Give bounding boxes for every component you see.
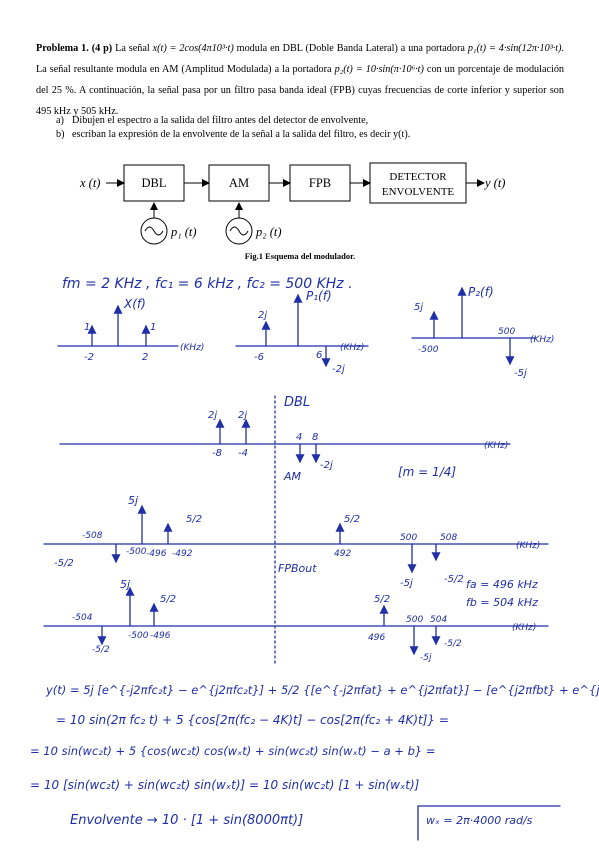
spectrum-dbl: DBL 2j 2j -8 -4 4 8 -2j (KHz) AM [m = 1/… (59, 395, 511, 665)
oscillator-2 (225, 217, 253, 245)
svg-text:-5/2: -5/2 (444, 639, 462, 649)
svg-text:(KHz): (KHz) (180, 343, 204, 353)
svg-text:1: 1 (84, 322, 90, 333)
svg-text:5/2: 5/2 (160, 594, 176, 605)
svg-text:(KHz): (KHz) (512, 623, 536, 633)
dbl-label: DBL (142, 176, 167, 190)
x-label: X(f) (123, 297, 146, 311)
problem-text-1a: La señal (115, 43, 150, 54)
svg-text:5/2: 5/2 (374, 594, 390, 605)
problem-text-2: . La señal resultante modula en AM (Ampl… (36, 43, 565, 75)
equation-1: y(t) = 5j [e^{-j2πfc₂t} − e^{j2πfc₂t}] +… (45, 683, 599, 697)
svg-text:5j: 5j (128, 494, 139, 507)
svg-text:(KHz): (KHz) (484, 441, 508, 451)
signal-p1: p₁(t) = 4·sin(12π·10³·t) (467, 43, 562, 54)
equation-2: = 10 sin(2π fc₂ t) + 5 {cos[2π(fc₂ − 4K)… (56, 713, 449, 727)
handwritten-notes: fm = 2 KHz , fc₁ = 6 kHz , fc₂ = 500 KHz… (30, 276, 599, 841)
spectrum-am: 5j 5/2 -5/2 -5j 5/2 -5/2 -508 -500 -496 … (43, 494, 549, 609)
svg-text:508: 508 (440, 533, 457, 543)
svg-text:2j: 2j (208, 410, 217, 421)
svg-text:5j: 5j (120, 578, 131, 591)
svg-text:-500: -500 (126, 547, 147, 557)
svg-text:496: 496 (368, 633, 385, 643)
input-label: x (t) (79, 176, 100, 190)
svg-text:-4: -4 (238, 448, 248, 459)
figure-caption: Fig.1 Esquema del modulador. (245, 251, 355, 261)
svg-text:-500: -500 (128, 631, 149, 641)
equation-4: = 10 [sin(wc₂t) + sin(wc₂t) sin(wₓt)] = … (30, 778, 420, 792)
equation-3: = 10 sin(wc₂t) + 5 {cos(wc₂t) cos(wₓt) +… (30, 744, 436, 758)
svg-text:5j: 5j (414, 302, 423, 313)
svg-text:500: 500 (406, 615, 423, 625)
svg-text:6: 6 (316, 350, 322, 361)
svg-text:504: 504 (430, 615, 447, 625)
oscillator-1 (140, 217, 168, 245)
problem-text-3: con un porcentaje de modulación del 25 %… (36, 64, 565, 117)
svg-text:2j: 2j (238, 410, 247, 421)
svg-text:-2j: -2j (320, 460, 333, 471)
svg-text:(KHz): (KHz) (340, 343, 364, 353)
problem-text-1b: modula en DBL (Doble Banda Lateral) a un… (236, 43, 465, 54)
svg-text:fb = 504 kHz: fb = 504 kHz (466, 596, 538, 609)
svg-text:5/2: 5/2 (344, 514, 360, 525)
svg-text:500: 500 (498, 327, 515, 337)
svg-text:-2j: -2j (332, 364, 345, 375)
svg-text:-504: -504 (72, 613, 93, 623)
svg-text:-496: -496 (150, 631, 171, 641)
svg-text:-8: -8 (212, 448, 222, 459)
svg-text:-5/2: -5/2 (54, 558, 74, 569)
problem-statement: Problema 1. (4 p) La señal x(t) = 2cos(4… (36, 38, 564, 122)
spectrum-p2: P₂(f) 5j -5j -500 500 (KHz) (411, 285, 554, 379)
carrier-1-label: p₁ (t) (170, 225, 197, 239)
svg-text:(KHz): (KHz) (530, 335, 554, 345)
wx-definition: wₓ = 2π·4000 rad/s (426, 814, 533, 827)
svg-text:(KHz): (KHz) (516, 541, 540, 551)
svg-text:fa = 496 kHz: fa = 496 kHz (466, 578, 538, 591)
svg-text:AM: AM (283, 470, 302, 483)
svg-text:500: 500 (400, 533, 417, 543)
signal-p2: p₂(t) = 10·sin(π·10⁶·t) (334, 64, 424, 75)
svg-text:-500: -500 (418, 345, 439, 355)
envelope-result: Envolvente → 10 · [1 + sin(8000πt)] (70, 813, 303, 828)
carrier-2-label: p₂ (t) (255, 225, 282, 239)
svg-text:-492: -492 (172, 549, 193, 559)
svg-text:[m = 1/4]: [m = 1/4] (398, 465, 456, 479)
svg-text:FPBout: FPBout (278, 562, 317, 575)
am-label: AM (229, 176, 249, 190)
spectrum-x: X(f) 1 1 -2 2 (KHz) (57, 297, 204, 363)
given-frequencies: fm = 2 KHz , fc₁ = 6 kHz , fc₂ = 500 KHz… (62, 276, 353, 292)
svg-text:2: 2 (142, 352, 148, 363)
svg-text:-2: -2 (84, 352, 94, 363)
svg-text:-5j: -5j (514, 368, 527, 379)
svg-text:-5j: -5j (420, 653, 432, 663)
spectrum-p1: P₁(f) 2j -2j -6 6 (KHz) (235, 289, 369, 375)
svg-text:-5/2: -5/2 (92, 645, 110, 655)
svg-text:-6: -6 (254, 352, 264, 363)
spectrum-fpb: 5j 5/2 -5/2 5/2 -5j -5/2 -504 -500 -496 … (43, 578, 549, 663)
item-a: a)Dibujen el espectro a la salida del fi… (56, 115, 369, 126)
block-diagram: x (t) DBL AM FPB DETECTOR ENVOLVENTE y (… (79, 162, 505, 261)
p1-label: P₁(f) (306, 289, 332, 303)
output-label: y (t) (483, 176, 505, 190)
signal-x: x(t) = 2cos(4π10³·t) (152, 43, 234, 54)
problem-heading: Problema 1. (4 p) (36, 43, 113, 54)
svg-text:2j: 2j (258, 310, 267, 321)
svg-text:1: 1 (150, 322, 156, 333)
svg-text:-5/2: -5/2 (444, 574, 464, 585)
svg-text:4: 4 (296, 432, 302, 443)
svg-text:5/2: 5/2 (186, 514, 202, 525)
detector-label: DETECTOR (389, 171, 447, 183)
fpb-label: FPB (309, 176, 331, 190)
svg-text:DBL: DBL (284, 395, 310, 410)
svg-text:8: 8 (312, 432, 318, 443)
svg-text:-5j: -5j (400, 578, 413, 589)
svg-text:-508: -508 (82, 531, 103, 541)
p2-label: P₂(f) (468, 285, 494, 299)
item-b: b)escriban la expresión de la envolvente… (56, 129, 411, 140)
svg-text:-496: -496 (146, 549, 167, 559)
svg-text:492: 492 (334, 549, 351, 559)
envolvente-label: ENVOLVENTE (382, 186, 455, 198)
problem-items: a)Dibujen el espectro a la salida del fi… (56, 114, 576, 142)
